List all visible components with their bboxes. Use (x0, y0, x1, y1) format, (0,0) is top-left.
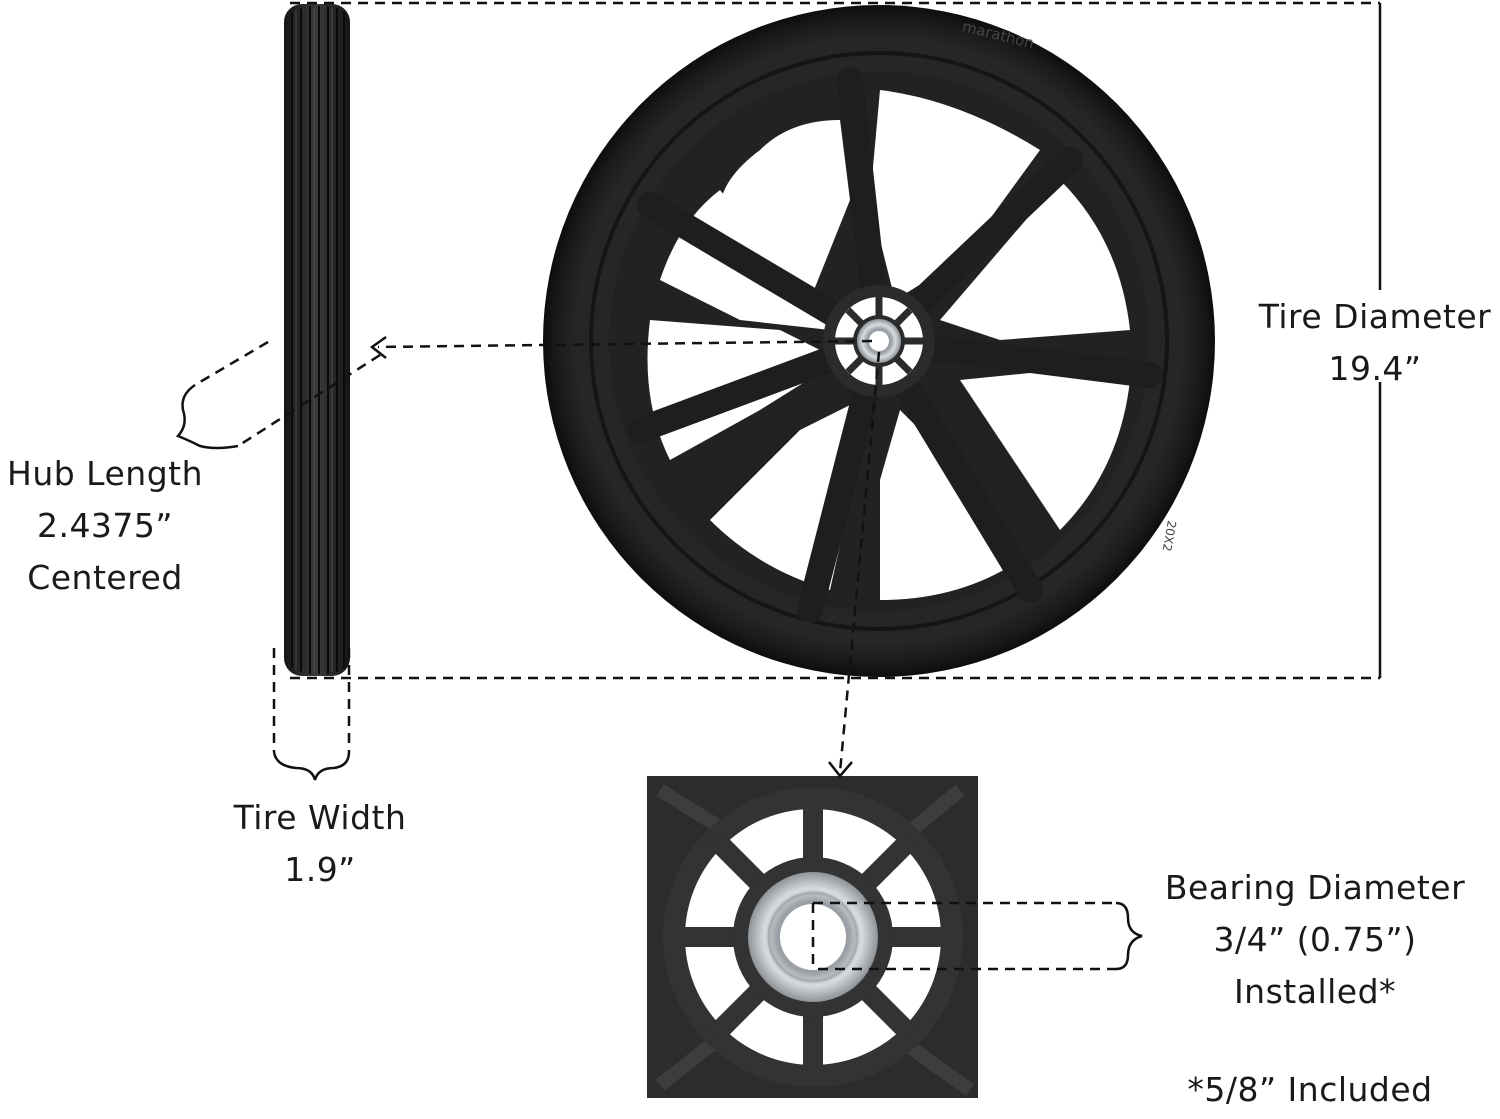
footnote-text: *5/8” Included (1187, 1070, 1433, 1109)
hub-length-name: Hub Length (7, 454, 203, 493)
arrow-heads (369, 335, 853, 778)
tire-diameter-name: Tire Diameter (1258, 297, 1492, 336)
wheel-front-view: marathon 20X2 (543, 5, 1215, 677)
tire-width-label: Tire Width 1.9” (210, 792, 430, 896)
tire-diameter-label: Tire Diameter 19.4” (1235, 291, 1500, 395)
tire-side-view (284, 4, 350, 676)
hub-length-label: Hub Length 2.4375” Centered (0, 448, 220, 604)
tire-width-value: 1.9” (284, 850, 356, 889)
annotation-lines (194, 1, 1382, 971)
hub-length-note: Centered (27, 558, 183, 597)
curly-braces (175, 383, 1143, 971)
tire-width-name: Tire Width (233, 798, 407, 837)
bearing-diameter-label: Bearing Diameter 3/4” (0.75”) Installed* (1140, 862, 1490, 1018)
footnote: *5/8” Included (1150, 1064, 1470, 1116)
hub-length-value: 2.4375” (36, 506, 174, 545)
bearing-diameter-name: Bearing Diameter (1164, 868, 1466, 907)
bearing-diameter-note: Installed* (1233, 972, 1397, 1011)
bearing-diameter-value: 3/4” (0.75”) (1213, 920, 1417, 959)
tire-diameter-value: 19.4” (1328, 349, 1422, 388)
size-mark-text: 20X2 (1160, 519, 1179, 552)
